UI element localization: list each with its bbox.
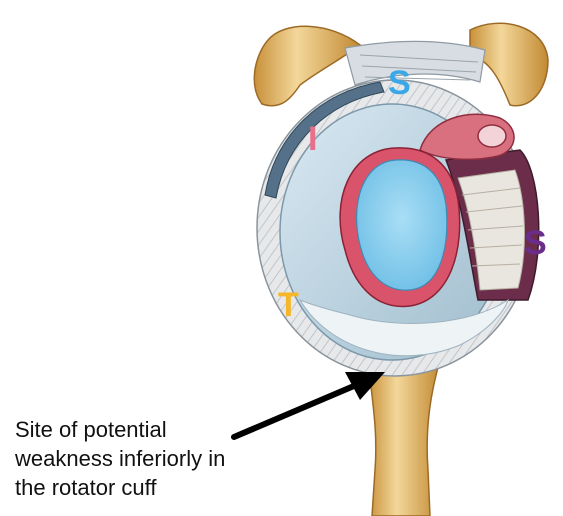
caption-line-1: Site of potential — [15, 415, 315, 444]
label-subscapularis: S — [524, 224, 547, 262]
label-infraspinatus: I — [308, 120, 317, 158]
humerus-shaft — [368, 360, 440, 516]
glenoid-cavity — [357, 160, 447, 290]
caption-line-2: weakness inferiorly in — [15, 444, 315, 473]
caption-line-3: the rotator cuff — [15, 473, 315, 502]
weakness-caption: Site of potential weakness inferiorly in… — [15, 415, 315, 502]
label-supraspinatus: S — [388, 64, 411, 102]
label-teres-minor: T — [278, 286, 299, 324]
